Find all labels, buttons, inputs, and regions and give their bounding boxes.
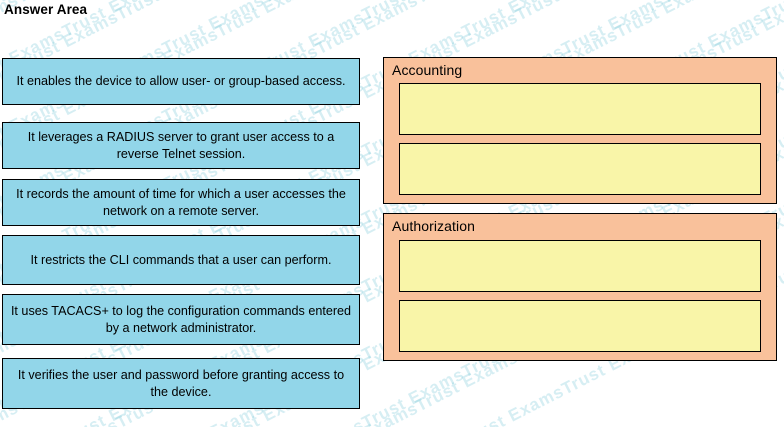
watermark-text: ExamsTrust ExamsTrust ExamsTrust ExamsTr…	[0, 0, 784, 18]
drop-slot[interactable]	[399, 143, 761, 196]
option-tile-label: It uses TACACS+ to log the configuration…	[10, 304, 352, 335]
option-tile[interactable]: It restricts the CLI commands that a use…	[2, 235, 360, 285]
drop-slot[interactable]	[399, 239, 761, 292]
option-tile-label: It verifies the user and password before…	[17, 368, 345, 399]
drop-slot[interactable]	[399, 299, 761, 352]
options-list: It enables the device to allow user- or …	[2, 58, 360, 425]
category-title: Accounting	[392, 62, 463, 78]
option-tile-label: It enables the device to allow user- or …	[16, 74, 346, 89]
option-tile[interactable]: It verifies the user and password before…	[2, 358, 360, 409]
option-tile[interactable]: It leverages a RADIUS server to grant us…	[2, 122, 360, 169]
page-title: Answer Area	[4, 2, 88, 17]
category-panel-accounting: Accounting	[383, 57, 777, 205]
option-tile-label: It leverages a RADIUS server to grant us…	[27, 130, 335, 161]
option-tile[interactable]: It enables the device to allow user- or …	[2, 58, 360, 105]
category-panel-authorization: Authorization	[383, 213, 777, 361]
option-tile[interactable]: It uses TACACS+ to log the configuration…	[2, 294, 360, 345]
option-tile-label: It records the amount of time for which …	[16, 187, 346, 218]
option-tile[interactable]: It records the amount of time for which …	[2, 179, 360, 226]
drop-slot[interactable]	[399, 83, 761, 136]
category-title: Authorization	[392, 218, 476, 235]
watermark-text: ExamsTrust ExamsTrust ExamsTrust ExamsTr…	[0, 0, 784, 52]
answer-targets: Accounting Authorization	[383, 57, 777, 370]
option-tile-label: It restricts the CLI commands that a use…	[30, 252, 332, 267]
